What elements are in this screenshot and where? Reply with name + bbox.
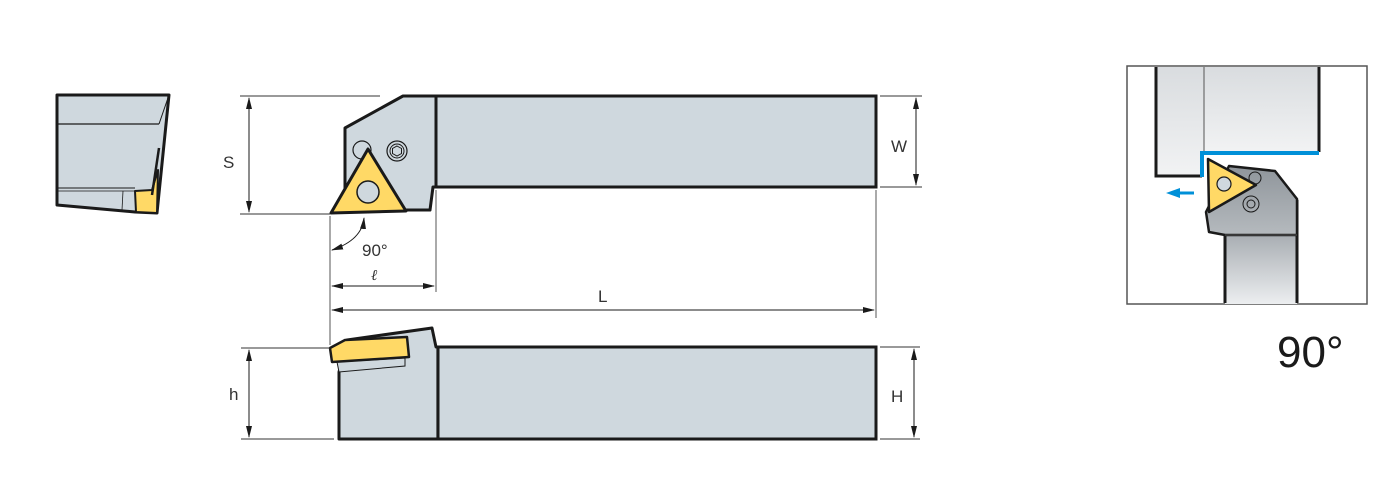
shank-top — [433, 94, 878, 189]
angle-label: 90° — [362, 241, 388, 260]
approach-angle-label: 90° — [1277, 328, 1344, 377]
cut-path — [1200, 151, 1319, 177]
application-view: 90° — [1126, 65, 1368, 377]
top-view: S W 90° ℓ L — [223, 94, 922, 345]
end-view — [55, 93, 171, 215]
shank-side — [435, 345, 878, 441]
insert-end-view — [134, 169, 159, 214]
dim-h: h — [229, 385, 238, 404]
side-view: h H — [229, 326, 920, 441]
insert-application — [1206, 157, 1258, 214]
screw-icon — [386, 140, 408, 162]
dim-ell: ℓ — [371, 266, 377, 284]
dim-L: L — [598, 287, 607, 306]
feed-arrow-left-icon — [1166, 188, 1194, 198]
dim-S: S — [223, 153, 234, 172]
dim-H: H — [891, 387, 903, 406]
insert-side-view — [328, 335, 411, 364]
dim-W: W — [891, 137, 907, 156]
